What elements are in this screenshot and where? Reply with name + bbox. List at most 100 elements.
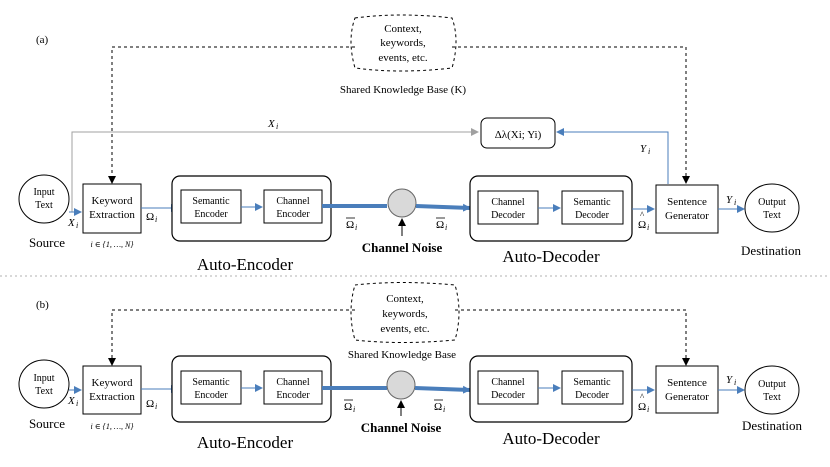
- source-label: Source: [29, 416, 65, 431]
- svg-text:i: i: [155, 402, 157, 411]
- input-text-node: [18, 359, 70, 409]
- loss-box: [480, 117, 556, 149]
- auto-decoder-label: Auto-Decoder: [502, 247, 600, 266]
- svg-text:i: i: [445, 223, 447, 232]
- panel-a: (a) Context, keywords, events, etc. Shar…: [18, 14, 801, 274]
- x-i-label: X: [67, 395, 76, 407]
- auto-decoder-label: Auto-Decoder: [502, 429, 600, 448]
- omega-tilde-in: Ω: [346, 219, 354, 231]
- omega-label: Ω: [146, 398, 154, 410]
- input-line-1: Input: [33, 373, 54, 384]
- semantic-encoder-line-2: Encoder: [194, 209, 228, 220]
- output-line-1: Output: [758, 197, 786, 208]
- output-text-node: [744, 365, 800, 415]
- channel-decoder-line-1: Channel: [491, 197, 525, 208]
- omega-label: Ω: [146, 211, 154, 223]
- sentence-generator-box: [655, 365, 719, 414]
- svg-text:i: i: [76, 399, 78, 408]
- output-text-node: [744, 183, 800, 233]
- keyword-line-2: Extraction: [89, 391, 135, 403]
- output-line-2: Text: [763, 210, 781, 221]
- channel-decoder-line-1: Channel: [491, 377, 525, 388]
- knowledge-link-right: [455, 309, 690, 366]
- svg-text:i: i: [734, 198, 736, 207]
- keyword-extraction-box: [82, 183, 142, 234]
- generator-line-2: Generator: [665, 391, 709, 403]
- channel-decoder-line-2: Decoder: [491, 210, 526, 221]
- channel-decoder-line-2: Decoder: [491, 390, 526, 401]
- feedback-y: Y: [640, 143, 648, 155]
- source-label: Source: [29, 235, 65, 250]
- omega-tilde-out: Ω: [434, 401, 442, 413]
- omega-tilde-in: Ω: [344, 401, 352, 413]
- keyword-extraction-box: [82, 365, 142, 415]
- channel-noise-label: Channel Noise: [361, 420, 442, 435]
- channel-link-out: [414, 385, 471, 394]
- svg-text:i: i: [734, 378, 736, 387]
- svg-text:i: i: [155, 215, 157, 224]
- svg-text:i: i: [647, 223, 649, 232]
- panel-b: (b) Context, keywords, events, etc. Shar…: [18, 282, 802, 452]
- svg-text:i: i: [647, 405, 649, 414]
- svg-text:i: i: [76, 221, 78, 230]
- knowledge-link-left: [108, 46, 355, 184]
- keyword-line-2: Extraction: [89, 209, 135, 221]
- feedback-x: X: [267, 118, 276, 130]
- svg-text:^: ^: [640, 392, 645, 402]
- destination-label: Destination: [742, 418, 802, 433]
- channel-noise-label: Channel Noise: [362, 240, 443, 255]
- knowledge-cloud: [350, 14, 457, 72]
- output-line-1: Output: [758, 379, 786, 390]
- feedback-line: [71, 128, 479, 212]
- panel-label: (a): [36, 34, 49, 46]
- loss-label: Δλ(Xi; Yi): [495, 129, 542, 141]
- input-line-2: Text: [35, 200, 53, 211]
- channel-node: [387, 188, 417, 218]
- index-range: i ∈ {1, …, N}: [91, 240, 135, 249]
- knowledge-link-right: [452, 46, 690, 184]
- svg-text:i: i: [443, 405, 445, 414]
- semantic-encoder-line-1: Semantic: [192, 196, 230, 207]
- generator-line-2: Generator: [665, 210, 709, 222]
- channel-encoder-line-1: Channel: [276, 196, 310, 207]
- auto-encoder-label: Auto-Encoder: [197, 255, 294, 274]
- semantic-decoder-box: [561, 190, 624, 225]
- generator-line-1: Sentence: [667, 196, 707, 208]
- semantic-decoder-line-1: Semantic: [573, 377, 611, 388]
- keyword-line-1: Keyword: [92, 377, 133, 389]
- channel-encoder-line-2: Encoder: [276, 209, 310, 220]
- auto-encoder-label: Auto-Encoder: [197, 433, 294, 452]
- y-i-label: Y: [726, 194, 734, 206]
- knowledge-line-1: Context,: [386, 293, 424, 305]
- knowledge-base-label: Shared Knowledge Base: [348, 349, 456, 361]
- channel-decoder-box: [477, 370, 539, 405]
- channel-link-out: [415, 203, 471, 212]
- omega-hat: Ω: [638, 219, 646, 231]
- svg-text:i: i: [276, 122, 278, 131]
- semantic-encoder-line-1: Semantic: [192, 377, 230, 388]
- sentence-generator-box: [655, 184, 719, 234]
- channel-decoder-box: [477, 190, 539, 225]
- index-range: i ∈ {1, …, N}: [91, 422, 135, 431]
- omega-hat: Ω: [638, 401, 646, 413]
- generator-line-1: Sentence: [667, 377, 707, 389]
- semantic-decoder-line-1: Semantic: [573, 197, 611, 208]
- output-line-2: Text: [763, 392, 781, 403]
- knowledge-line-2: keywords,: [380, 37, 426, 49]
- input-line-1: Input: [33, 187, 54, 198]
- channel-encoder-line-2: Encoder: [276, 390, 310, 401]
- knowledge-line-3: events, etc.: [378, 52, 427, 64]
- semantic-decoder-line-2: Decoder: [575, 210, 610, 221]
- knowledge-line-1: Context,: [384, 23, 422, 35]
- channel-encoder-box: [263, 370, 323, 405]
- semantic-decoder-box: [561, 370, 624, 405]
- svg-text:i: i: [355, 223, 357, 232]
- knowledge-cloud: [350, 282, 460, 343]
- knowledge-line-2: keywords,: [382, 308, 428, 320]
- svg-text:i: i: [648, 147, 650, 156]
- semantic-decoder-line-2: Decoder: [575, 390, 610, 401]
- knowledge-base-label: Shared Knowledge Base (K): [340, 84, 466, 96]
- semantic-encoder-box: [180, 370, 242, 405]
